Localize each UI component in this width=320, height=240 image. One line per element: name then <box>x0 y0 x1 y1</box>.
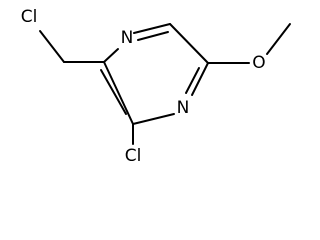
bond-cr-n-bottom-double <box>185 67 200 94</box>
atom-label-cl-chloromethyl: Cl <box>21 7 38 27</box>
bond-ctl-n-top <box>103 48 119 63</box>
bond-ch2-cl <box>39 30 65 63</box>
structure-canvas: N N Cl Cl O <box>21 7 291 166</box>
bond-ctr-cr <box>169 23 209 64</box>
atom-label-n-bottom: N <box>177 98 190 118</box>
bond-n-bottom-cb <box>132 113 175 125</box>
bond-n-top-ctr-double <box>137 31 169 41</box>
chemical-structure-diagram: N N Cl Cl O <box>21 7 291 166</box>
bond-n-top-ctr <box>133 23 171 34</box>
bond-cb-ctl <box>103 61 134 125</box>
atom-label-cl-ring: Cl <box>125 146 142 166</box>
bond-o-ch3 <box>266 23 291 55</box>
bond-cr-n-bottom <box>191 62 209 96</box>
atom-label-o-methoxy: O <box>252 53 265 73</box>
bond-cb-ctl-double <box>100 69 127 115</box>
atom-label-n-top: N <box>121 28 134 48</box>
